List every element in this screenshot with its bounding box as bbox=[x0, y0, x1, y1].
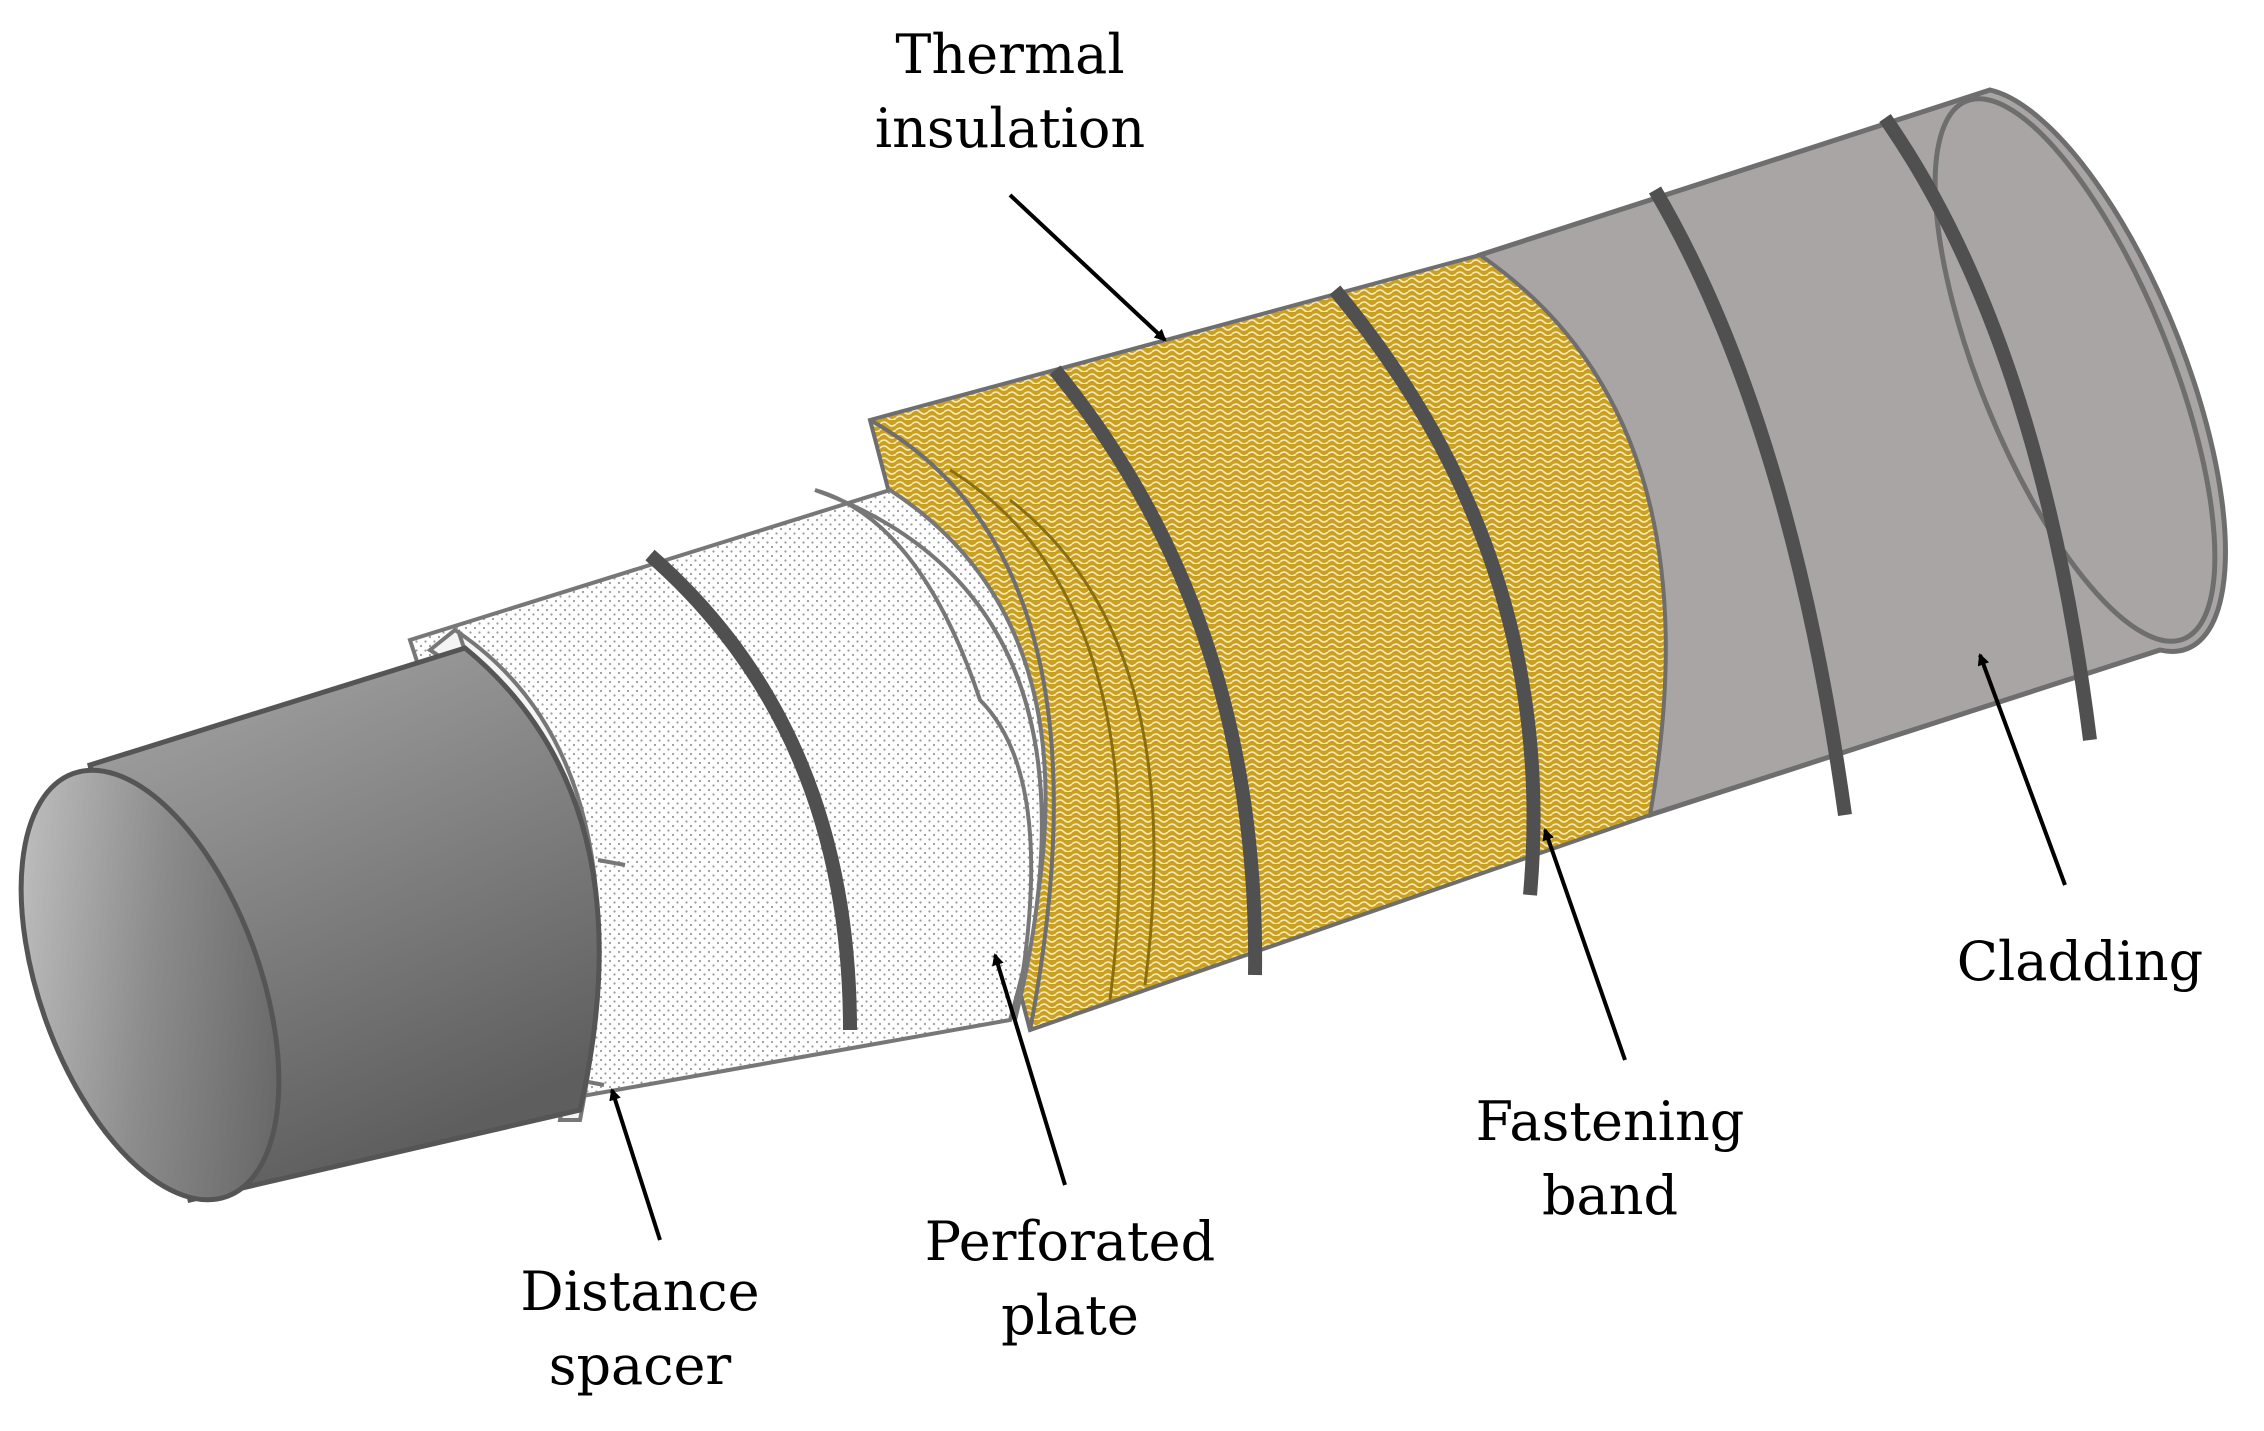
insulation-layer-edge-2 bbox=[949, 468, 1122, 1001]
thermal-insulation-section bbox=[867, 252, 1668, 1033]
perforated-plate-end bbox=[814, 488, 1044, 1021]
arrow-cladding bbox=[1977, 653, 2067, 886]
label-fastening-band-line1: Fastening bbox=[1475, 1090, 1745, 1153]
perforated-band bbox=[645, 549, 857, 1031]
arrow-thermal-insulation bbox=[1008, 193, 1167, 342]
cladding-end-face bbox=[1932, 96, 2218, 644]
cladding-band-1 bbox=[1648, 186, 1852, 816]
pipe-end-face bbox=[18, 767, 282, 1203]
arrow-distance-spacer bbox=[609, 1088, 662, 1241]
label-fastening-band: Fastening band bbox=[1440, 1085, 1780, 1233]
fastening-band-2 bbox=[1329, 285, 1541, 896]
label-thermal-insulation-line2: insulation bbox=[874, 97, 1146, 160]
inner-pipe bbox=[18, 645, 602, 1203]
label-thermal-insulation: Thermal insulation bbox=[820, 18, 1200, 166]
label-perforated-plate: Perforated plate bbox=[890, 1205, 1250, 1353]
label-cladding: Cladding bbox=[1900, 925, 2260, 999]
label-perforated-plate-line2: plate bbox=[1001, 1284, 1139, 1347]
label-fastening-band-line2: band bbox=[1541, 1164, 1679, 1227]
arrow-perforated-plate bbox=[992, 953, 1067, 1186]
label-distance-spacer-line2: spacer bbox=[548, 1334, 732, 1397]
label-thermal-insulation-line1: Thermal bbox=[895, 23, 1125, 86]
fastening-band-1 bbox=[1049, 365, 1263, 976]
label-perforated-plate-line1: Perforated bbox=[924, 1210, 1216, 1273]
insulation-layer-edge-3 bbox=[1009, 498, 1156, 986]
arrow-fastening-band bbox=[1542, 828, 1627, 1061]
label-cladding-line1: Cladding bbox=[1956, 930, 2204, 993]
insulation-layer-edge-1 bbox=[869, 418, 1056, 1031]
label-distance-spacer-line1: Distance bbox=[520, 1260, 760, 1323]
leader-arrows bbox=[609, 193, 2067, 1241]
cladding-band-2 bbox=[1879, 113, 2097, 741]
label-distance-spacer: Distance spacer bbox=[470, 1255, 810, 1403]
